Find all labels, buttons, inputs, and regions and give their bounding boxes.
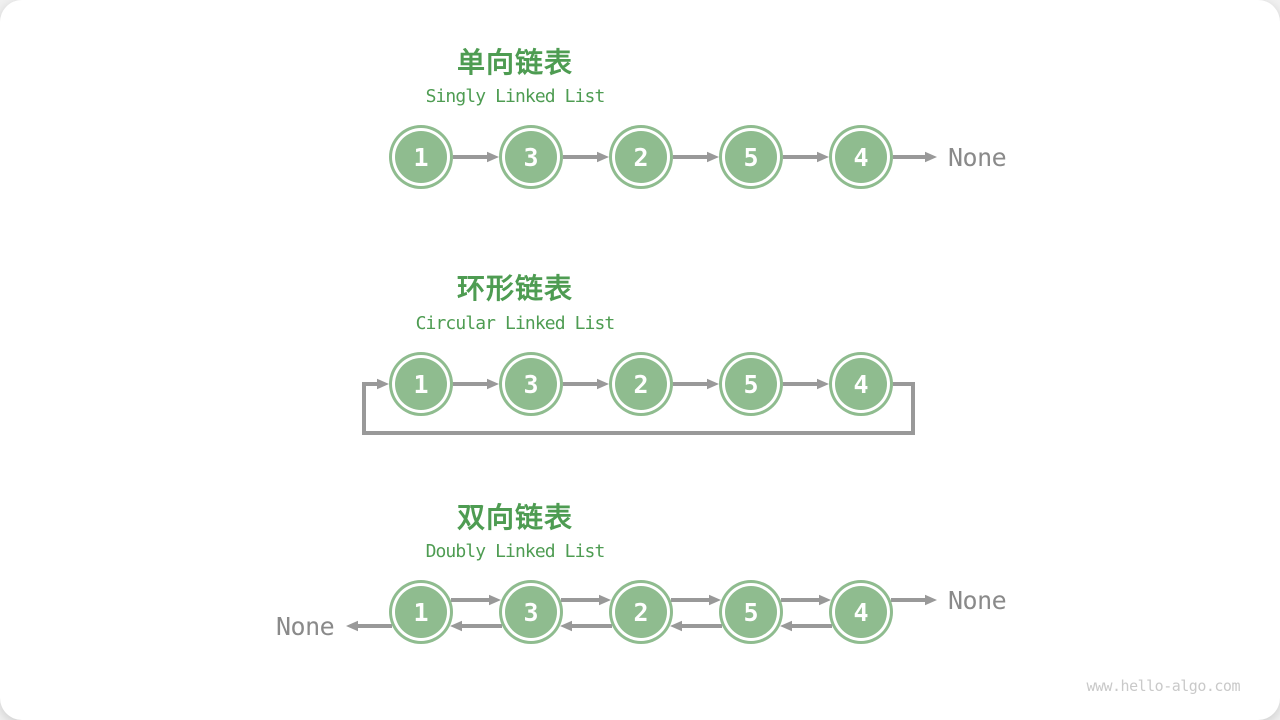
section-title-zh: 环形链表 bbox=[456, 272, 573, 305]
section-title-en: Doubly Linked List bbox=[425, 541, 606, 562]
list-node: 4 bbox=[835, 131, 887, 183]
list-node: 2 bbox=[615, 131, 667, 183]
list-node: 4 bbox=[835, 358, 887, 410]
list-node: 2 bbox=[615, 358, 667, 410]
list-node: 2 bbox=[615, 586, 667, 638]
none-label: None bbox=[276, 612, 335, 641]
list-node: 5 bbox=[725, 586, 777, 638]
list-node: 3 bbox=[505, 131, 557, 183]
none-label: None bbox=[948, 586, 1007, 615]
node-value: 2 bbox=[633, 597, 649, 627]
section-title-en: Singly Linked List bbox=[425, 86, 606, 107]
node-value: 2 bbox=[633, 142, 649, 172]
node-value: 1 bbox=[413, 142, 429, 172]
node-value: 3 bbox=[523, 597, 539, 627]
none-label: None bbox=[948, 143, 1007, 172]
watermark: www.hello-algo.com bbox=[1086, 677, 1240, 695]
node-value: 3 bbox=[523, 142, 539, 172]
node-value: 5 bbox=[743, 369, 759, 399]
node-value: 5 bbox=[743, 597, 759, 627]
node-value: 3 bbox=[523, 369, 539, 399]
list-node: 4 bbox=[835, 586, 887, 638]
section-title-zh: 双向链表 bbox=[456, 501, 573, 534]
list-node: 5 bbox=[725, 131, 777, 183]
section-title-en: Circular Linked List bbox=[415, 313, 616, 334]
list-node: 5 bbox=[725, 358, 777, 410]
node-value: 5 bbox=[743, 142, 759, 172]
list-node: 3 bbox=[505, 586, 557, 638]
node-value: 2 bbox=[633, 369, 649, 399]
node-value: 4 bbox=[853, 597, 869, 627]
list-node: 1 bbox=[395, 131, 447, 183]
list-node: 1 bbox=[395, 586, 447, 638]
list-node: 3 bbox=[505, 358, 557, 410]
node-value: 4 bbox=[853, 142, 869, 172]
node-value: 1 bbox=[413, 597, 429, 627]
list-node: 1 bbox=[395, 358, 447, 410]
section-title-zh: 单向链表 bbox=[456, 46, 573, 79]
node-value: 4 bbox=[853, 369, 869, 399]
node-value: 1 bbox=[413, 369, 429, 399]
